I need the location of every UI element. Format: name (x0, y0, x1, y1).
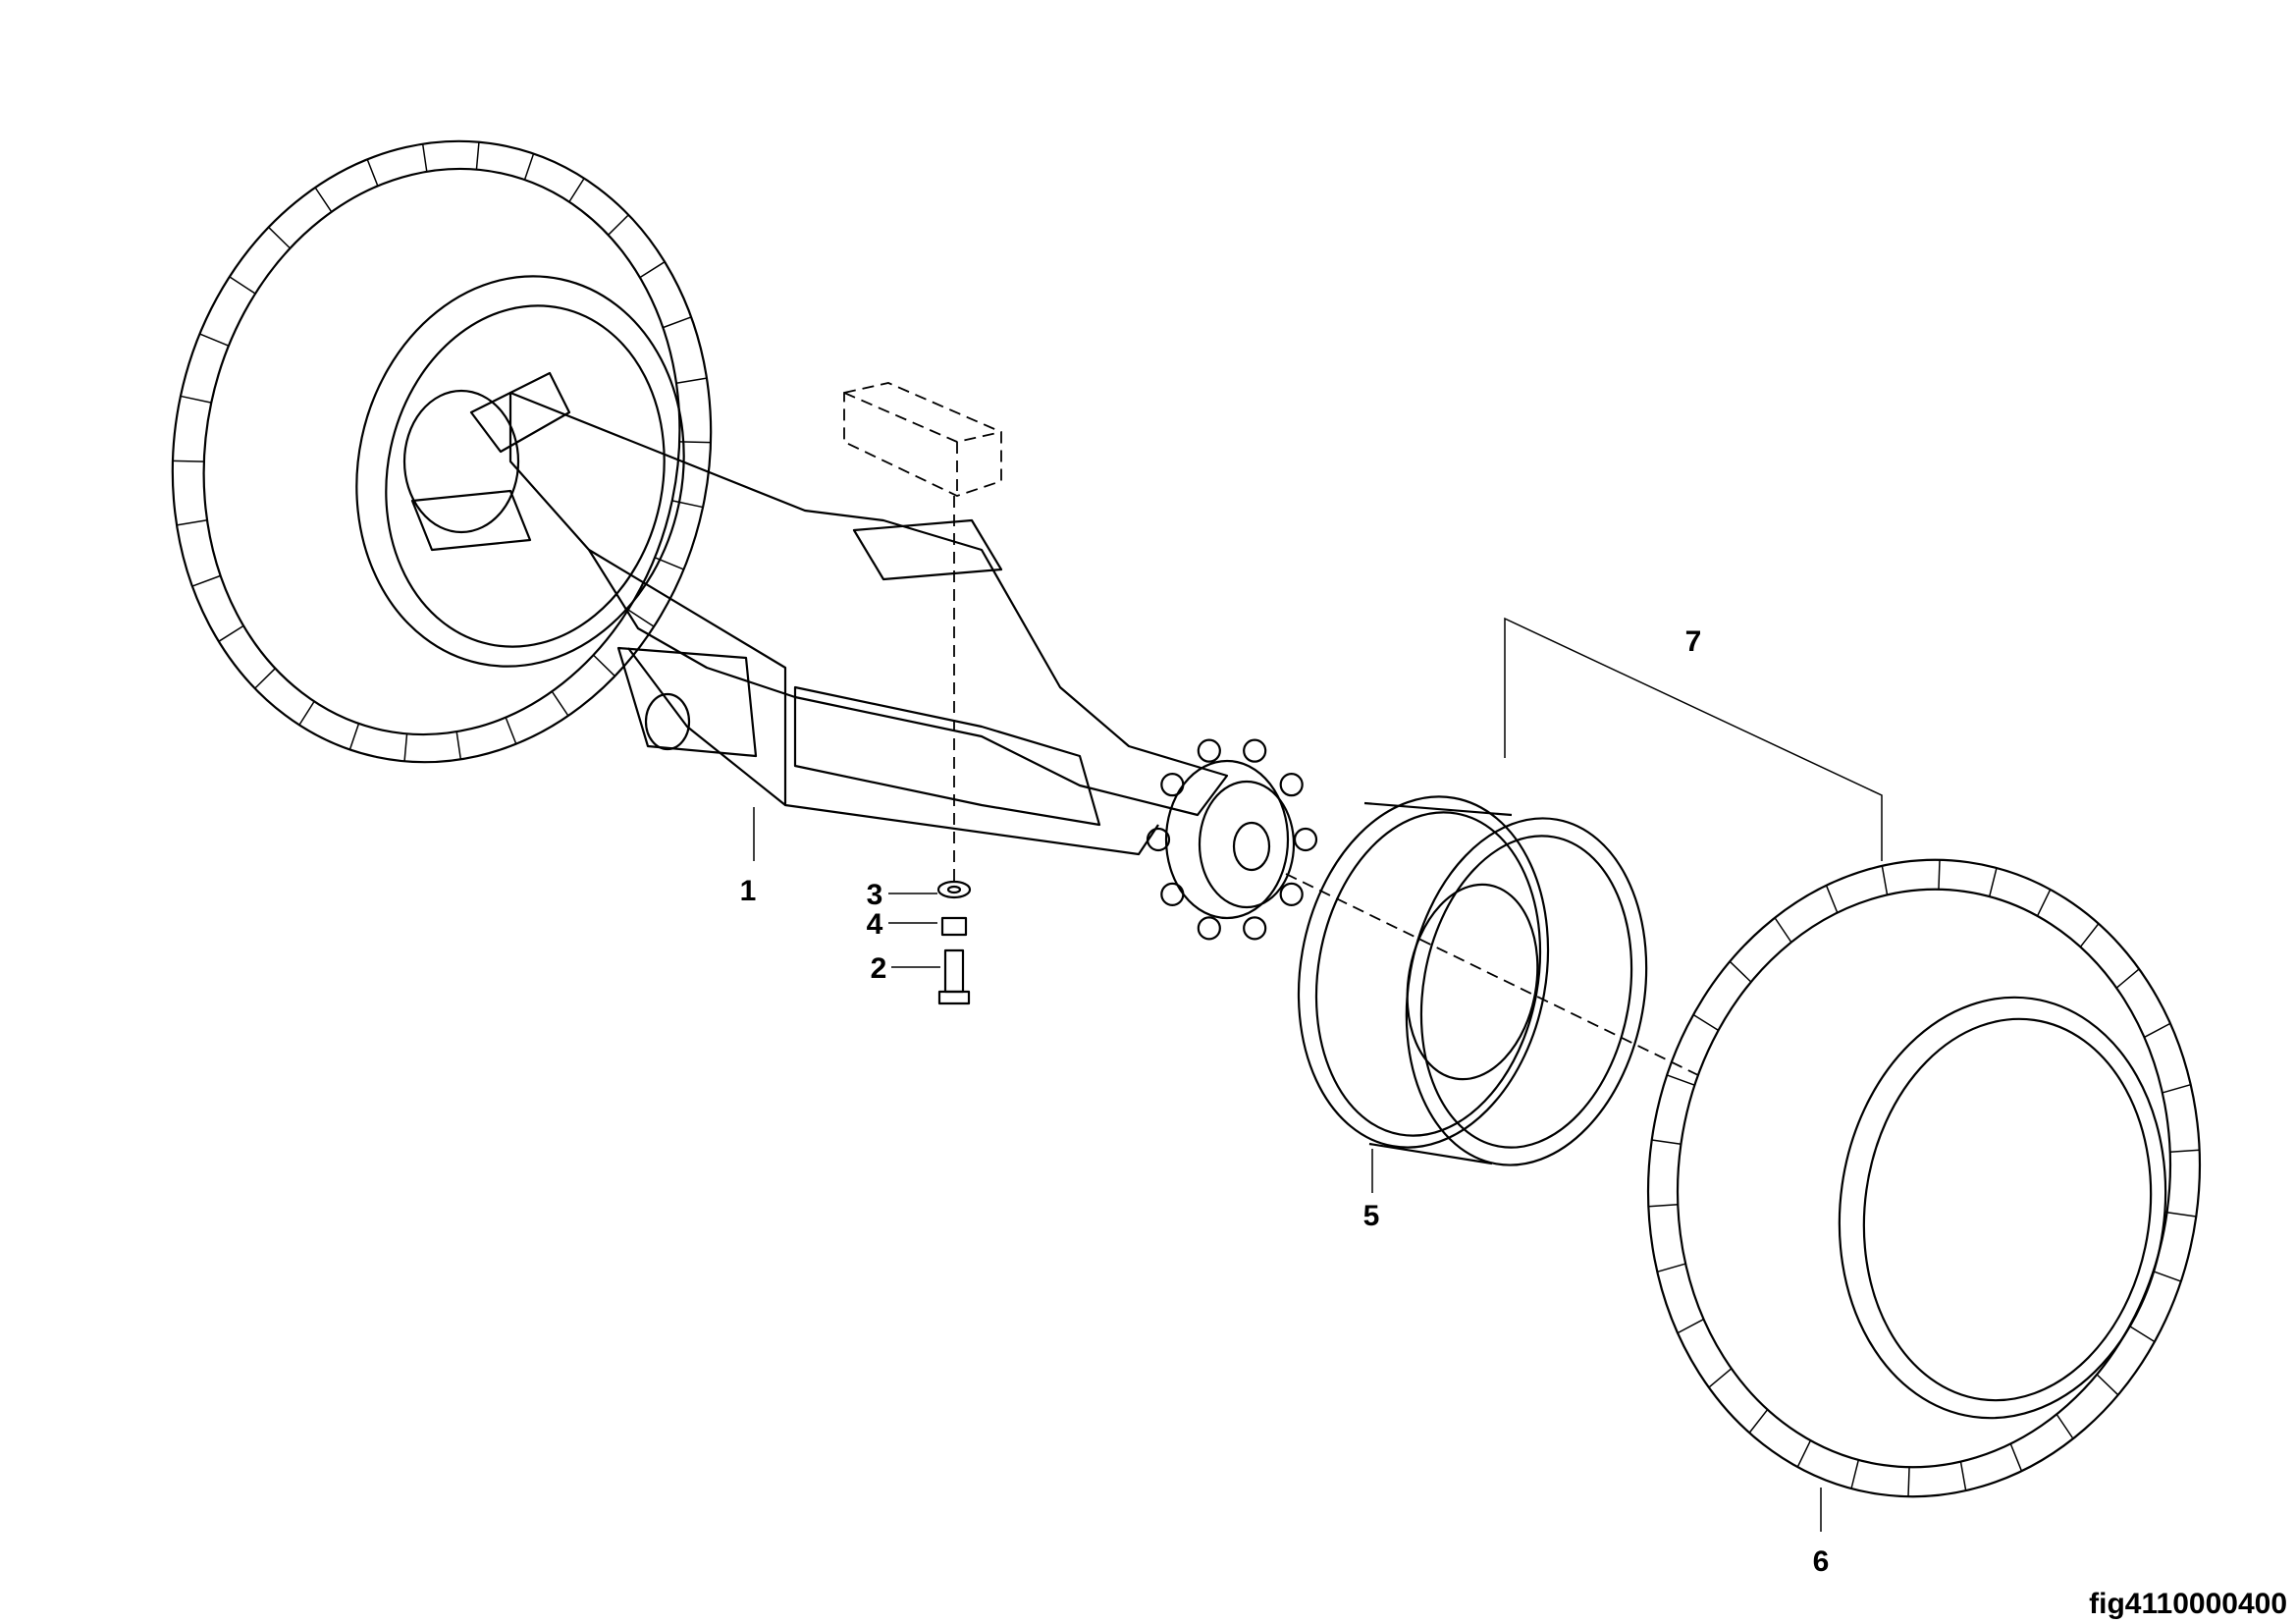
tread-groove (403, 733, 408, 762)
tread-groove (1651, 1139, 1682, 1145)
tread-groove (348, 723, 360, 750)
tread-groove (1708, 1368, 1733, 1388)
wheel-stud (1197, 738, 1221, 763)
tread-groove (2009, 1443, 2023, 1472)
tread-groove (2166, 1212, 2197, 1218)
wheel-hub (1146, 738, 1318, 941)
tread-groove (1729, 960, 1752, 983)
tread-groove (1850, 1459, 1860, 1489)
wheel-stud (1243, 738, 1267, 763)
callout-6: 6 (1813, 1545, 1830, 1578)
tread-groove (679, 441, 712, 444)
tread-groove (229, 276, 256, 295)
tread-groove (2036, 889, 2052, 917)
tread-groove (172, 460, 204, 462)
mounting-block-dashed (843, 382, 1002, 884)
wheel-stud (1160, 882, 1185, 906)
callout-2: 2 (871, 952, 887, 985)
tread-groove (421, 143, 428, 172)
wheel-stud (1293, 827, 1318, 852)
tread-groove (455, 731, 462, 760)
tread-groove (675, 377, 708, 384)
tread-groove (1881, 865, 1889, 895)
tread-groove (1657, 1263, 1686, 1273)
tread-groove (568, 178, 585, 203)
tread-groove (1938, 859, 1941, 890)
callout-1: 1 (740, 875, 757, 907)
tread-groove (663, 316, 692, 329)
tread-groove (505, 717, 517, 744)
tread-groove (268, 226, 292, 249)
tread-groove (366, 159, 379, 187)
callout-5: 5 (1363, 1200, 1380, 1232)
wheel-stud (1160, 773, 1185, 797)
tread-groove (2129, 1325, 2156, 1343)
figure-id: fig4110000400 (2089, 1588, 2287, 1620)
tread-groove (2169, 1149, 2200, 1154)
callout-4: 4 (867, 908, 883, 941)
tread-groove (671, 500, 704, 509)
wheel-stud (1279, 773, 1304, 797)
tread-groove (1907, 1467, 1910, 1497)
tread-groove (1959, 1461, 1967, 1491)
tread-groove (298, 700, 315, 726)
wheel-stud (1146, 827, 1171, 852)
tread-groove (1774, 917, 1792, 944)
tread-groove (639, 261, 666, 279)
tire (1646, 858, 2202, 1498)
tread-groove (608, 214, 629, 236)
axle-beam (410, 371, 1229, 856)
tread-groove (654, 557, 684, 570)
leader-lines (753, 617, 1883, 1532)
tread-groove (551, 690, 569, 717)
rim (1297, 795, 1648, 1166)
tread-groove (2162, 1083, 2191, 1094)
tread-groove (1692, 1013, 1719, 1032)
tread-groove (191, 574, 221, 587)
tread-groove (176, 519, 208, 526)
centerline (1285, 873, 1699, 1076)
tread-groove (475, 141, 480, 170)
tread-groove (592, 654, 615, 677)
tread-groove (1648, 1203, 1679, 1208)
tread-groove (2153, 1271, 2182, 1282)
tread-groove (1796, 1439, 1812, 1468)
tread-groove (2115, 968, 2140, 989)
tread-groove (180, 395, 212, 404)
tread-groove (1988, 867, 1998, 897)
tread-groove (2144, 1022, 2171, 1039)
tread-groove (2096, 1374, 2119, 1396)
tread-groove (254, 668, 276, 689)
wheel-stud (1243, 916, 1267, 941)
tread-groove (218, 624, 244, 642)
callout-3: 3 (867, 879, 883, 911)
tread-groove (523, 153, 535, 181)
bolt-washer-nut (936, 880, 972, 1005)
tread-groove (314, 187, 333, 213)
tread-groove (2056, 1413, 2074, 1439)
tread-groove (199, 333, 230, 347)
wheel-stud (1197, 916, 1221, 941)
callout-7: 7 (1685, 625, 1702, 658)
tread-groove (1748, 1409, 1769, 1434)
left-wheel-assembly (171, 139, 713, 764)
wheel-stud (1279, 882, 1304, 906)
tread-groove (1677, 1318, 1704, 1334)
tread-groove (1825, 885, 1839, 913)
tread-groove (627, 609, 655, 627)
tread-groove (2079, 923, 2100, 947)
tread-groove (1666, 1074, 1695, 1086)
